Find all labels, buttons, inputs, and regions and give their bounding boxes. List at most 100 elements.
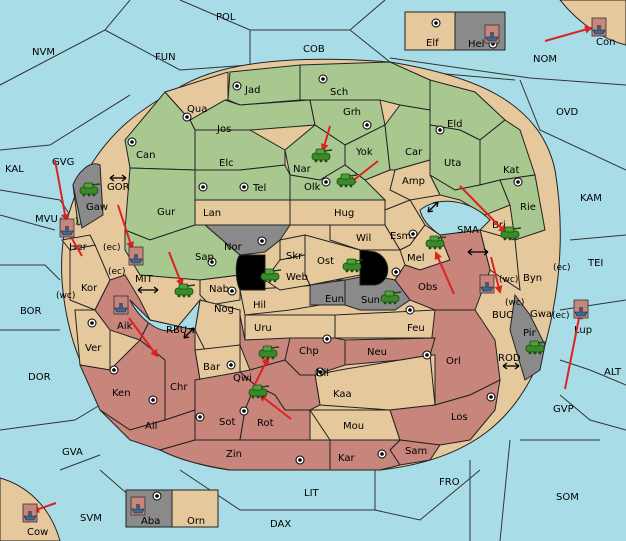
sea-label-ovd: OVD bbox=[556, 107, 579, 118]
supply-center-icon bbox=[321, 177, 331, 187]
province-label: Nor bbox=[224, 242, 243, 253]
province-label: Aba bbox=[141, 516, 160, 527]
supply-center-icon bbox=[318, 74, 328, 84]
province-label: Hel bbox=[468, 39, 484, 50]
province-label: Feu bbox=[407, 323, 425, 334]
province-label: Kaa bbox=[333, 389, 352, 400]
fleet-unit-icon[interactable] bbox=[484, 24, 500, 44]
fleet-unit-icon[interactable] bbox=[113, 295, 129, 315]
supply-center-icon bbox=[422, 350, 432, 360]
province-label: Nab bbox=[209, 284, 229, 295]
province-label: Pir bbox=[523, 328, 537, 339]
double-arrow-icon bbox=[502, 362, 520, 370]
province-label: Tel bbox=[252, 183, 266, 194]
province-label: Eld bbox=[447, 119, 462, 130]
province-label: Nog bbox=[214, 304, 234, 315]
province-label: Orl bbox=[446, 356, 461, 367]
sea-label-dax: DAX bbox=[270, 519, 291, 530]
province-label: Chp bbox=[299, 346, 319, 357]
supply-center-icon bbox=[295, 455, 305, 465]
province-label: Hil bbox=[253, 300, 266, 311]
supply-center-icon bbox=[87, 318, 97, 328]
province-label: Gaw bbox=[86, 202, 108, 213]
province-label: Zin bbox=[226, 449, 242, 460]
double-arrow-icon bbox=[109, 174, 127, 182]
province-label: Chr bbox=[170, 382, 188, 393]
sea-label-bor: BOR bbox=[20, 306, 42, 317]
province-label: Amp bbox=[402, 176, 425, 187]
sea-label-mit: MIT bbox=[135, 274, 154, 285]
fleet-unit-icon[interactable] bbox=[130, 496, 146, 516]
province-label: Wil bbox=[356, 233, 371, 244]
province-label: Cow bbox=[27, 527, 48, 538]
canal-links bbox=[109, 174, 520, 370]
double-arrow-icon bbox=[137, 286, 159, 294]
fleet-unit-icon[interactable] bbox=[479, 274, 495, 294]
supply-center-icon bbox=[362, 120, 372, 130]
province-label: Uru bbox=[254, 323, 272, 334]
province-label: Lan bbox=[203, 208, 221, 219]
coast-label: (ec) bbox=[552, 311, 570, 321]
province-label: Jos bbox=[216, 124, 231, 135]
coast-label: (wc) bbox=[499, 275, 518, 285]
supply-center-icon bbox=[377, 449, 387, 459]
coast-label: (wc) bbox=[505, 298, 524, 308]
supply-center-icon bbox=[408, 229, 418, 239]
supply-centers bbox=[87, 18, 523, 501]
supply-center-icon bbox=[226, 360, 236, 370]
province-label: Elc bbox=[219, 158, 234, 169]
province-label: Mou bbox=[343, 421, 364, 432]
province-label: Gur bbox=[157, 207, 176, 218]
province-label: Esm bbox=[390, 231, 411, 242]
sea-label-gvp: GVP bbox=[553, 404, 574, 415]
sea-label-svm: SVM bbox=[80, 513, 102, 524]
province-label: Nar bbox=[293, 164, 312, 175]
supply-center-icon bbox=[239, 406, 249, 416]
province-label: Neu bbox=[367, 347, 387, 358]
supply-center-icon bbox=[207, 257, 217, 267]
fleet-unit-icon[interactable] bbox=[59, 218, 75, 238]
fleet-unit-icon[interactable] bbox=[573, 299, 589, 319]
inner-waterways bbox=[129, 200, 491, 332]
sea-label-gor: GOR bbox=[107, 182, 130, 193]
sea-label-mvu: MVU bbox=[35, 214, 58, 225]
province-label: Sch bbox=[330, 87, 348, 98]
province-label: Ost bbox=[317, 256, 334, 267]
province-label: Rot bbox=[257, 418, 274, 429]
fleet-unit-icon[interactable] bbox=[591, 17, 607, 37]
supply-center-icon bbox=[435, 125, 445, 135]
supply-center-icon bbox=[148, 395, 158, 405]
province-label: Uta bbox=[444, 158, 461, 169]
province-label: Hug bbox=[334, 208, 354, 219]
sea-label-cob: COB bbox=[303, 44, 325, 55]
sea-label-gvg: GVG bbox=[52, 157, 74, 168]
supply-center-icon bbox=[109, 365, 119, 375]
province-label: Byn bbox=[523, 273, 542, 284]
sea-label-sma: SMA bbox=[457, 225, 479, 236]
supply-center-icon bbox=[315, 367, 325, 377]
province-label: Mel bbox=[407, 253, 425, 264]
double-arrow-icon bbox=[467, 248, 489, 256]
province-label: Los bbox=[451, 412, 468, 423]
supply-center-icon bbox=[195, 412, 205, 422]
province-label: Car bbox=[405, 147, 423, 158]
sea-label-fro: FRO bbox=[439, 477, 460, 488]
fleet-unit-icon[interactable] bbox=[128, 246, 144, 266]
province-label: Kat bbox=[503, 165, 520, 176]
province-label: Kar bbox=[338, 453, 356, 464]
province-label: Can bbox=[136, 150, 155, 161]
province-label: Ail bbox=[145, 421, 157, 432]
sea-label-alt: ALT bbox=[604, 367, 622, 378]
sea-labels: POL NVM FUN COB NOM OVD KAL GVG GOR KAM … bbox=[5, 12, 622, 530]
supply-center-icon bbox=[227, 286, 237, 296]
supply-center-icon bbox=[198, 182, 208, 192]
central-territories bbox=[235, 234, 389, 291]
province-label: Elf bbox=[426, 38, 439, 49]
supply-center-icon bbox=[405, 305, 415, 315]
supply-center-icon bbox=[513, 177, 523, 187]
fleet-unit-icon[interactable] bbox=[22, 503, 38, 523]
sea-label-dor: DOR bbox=[28, 372, 51, 383]
sea-label-rod: ROD bbox=[498, 353, 521, 364]
